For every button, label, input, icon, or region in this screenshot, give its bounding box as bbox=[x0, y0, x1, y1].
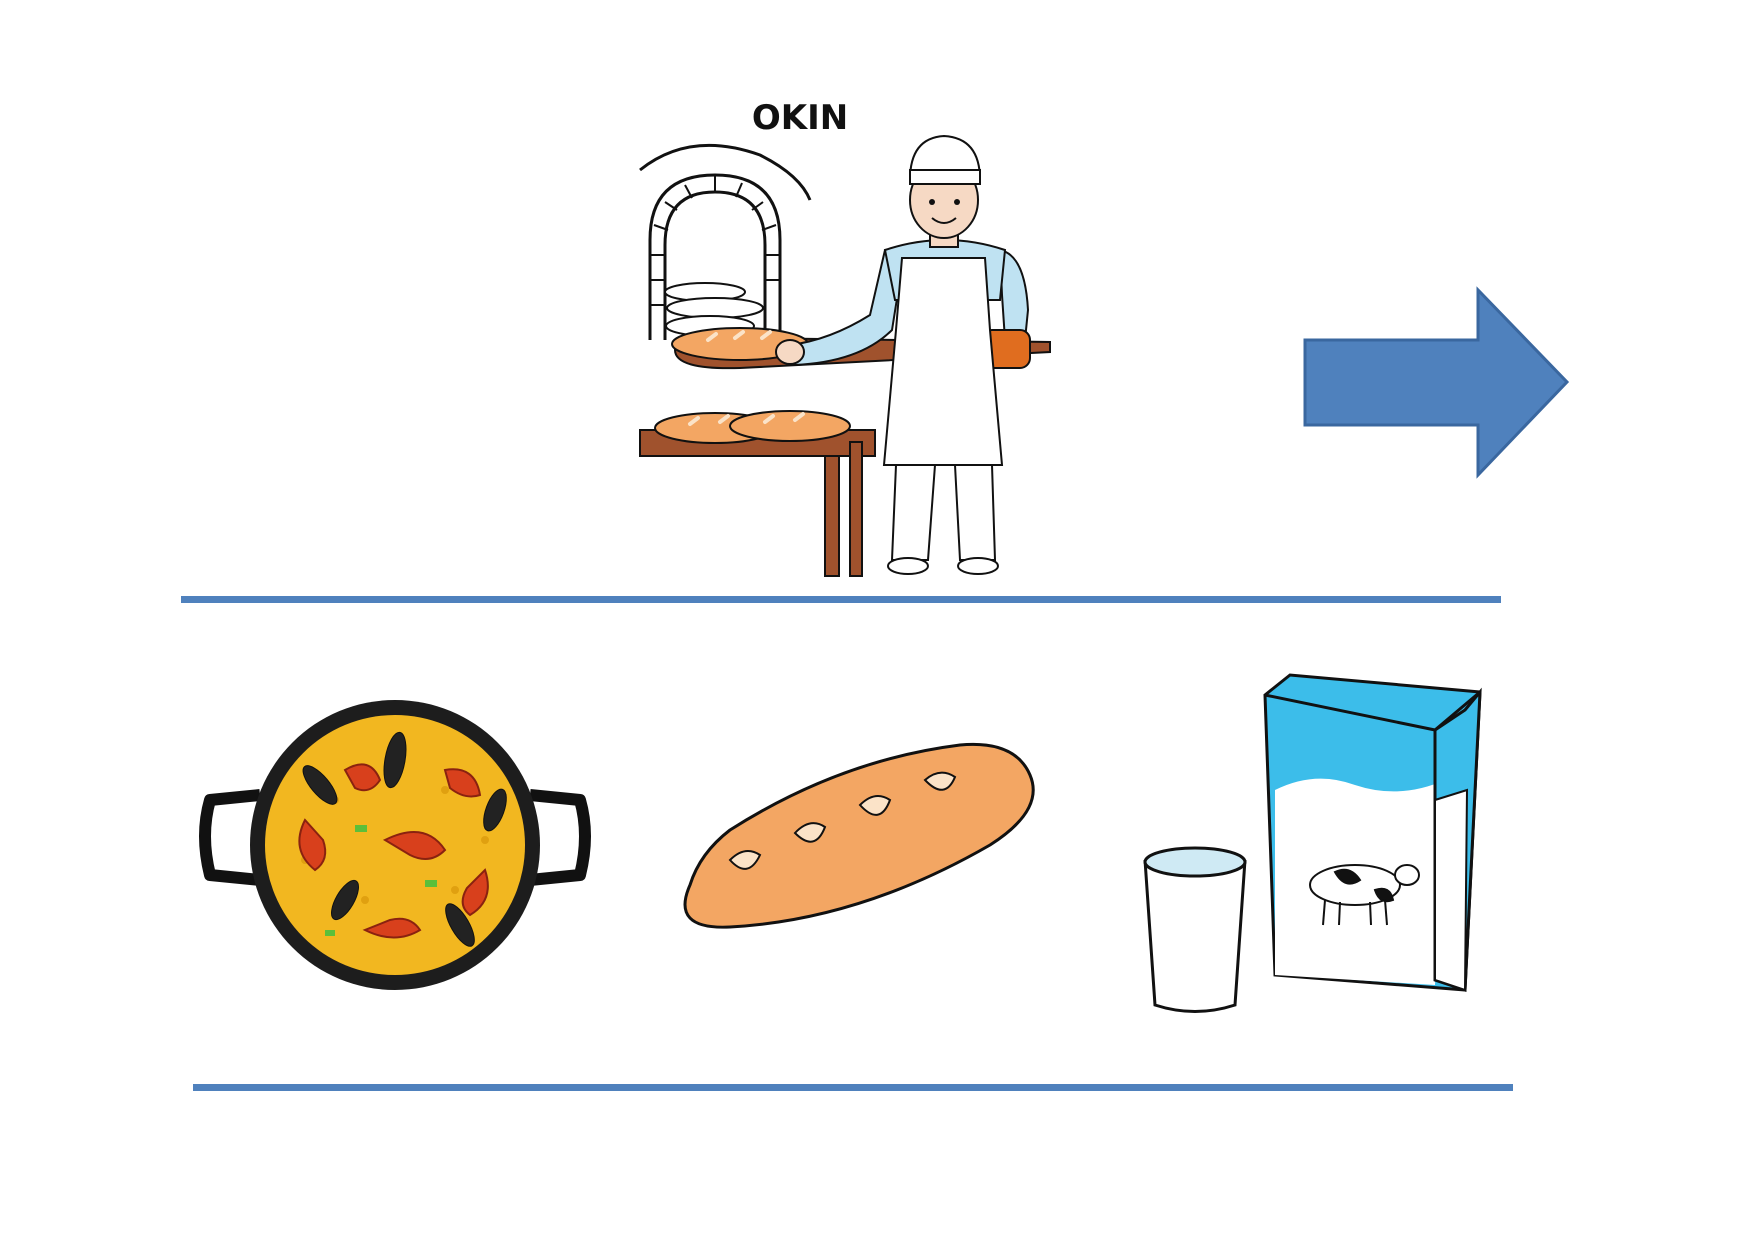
top-divider bbox=[181, 596, 1501, 603]
bread-icon[interactable] bbox=[670, 735, 1050, 945]
milk-icon[interactable] bbox=[1135, 650, 1500, 1020]
bottom-divider bbox=[193, 1084, 1513, 1091]
arrow-right-icon[interactable] bbox=[1300, 285, 1572, 480]
page-title: OKIN bbox=[751, 98, 849, 138]
baker-icon bbox=[639, 134, 1051, 577]
paella-icon[interactable] bbox=[195, 700, 595, 1000]
